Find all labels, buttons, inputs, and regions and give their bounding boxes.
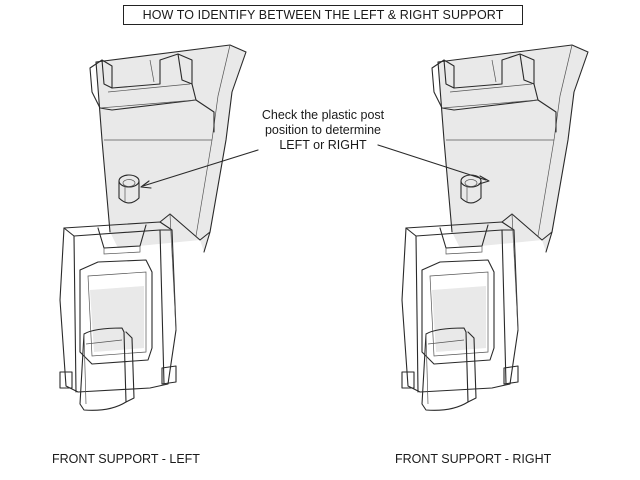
front-support-left-drawing [59, 44, 247, 411]
arrow-right-icon [478, 175, 490, 185]
callout-line-1: Check the plastic post [261, 108, 385, 122]
leader-line-right [377, 144, 487, 181]
caption-front-support-right: FRONT SUPPORT - RIGHT [395, 452, 552, 466]
callout-line-3: LEFT or RIGHT [279, 138, 367, 152]
front-support-right-drawing [401, 44, 589, 411]
diagram-title: HOW TO IDENTIFY BETWEEN THE LEFT & RIGHT… [123, 5, 523, 25]
callout-line-2: position to determine [264, 123, 382, 137]
caption-front-support-left: FRONT SUPPORT - LEFT [52, 452, 200, 466]
callout-note: Check the plastic post position to deter… [238, 108, 408, 153]
leader-line-left [142, 149, 259, 187]
arrow-left-icon [140, 180, 152, 189]
